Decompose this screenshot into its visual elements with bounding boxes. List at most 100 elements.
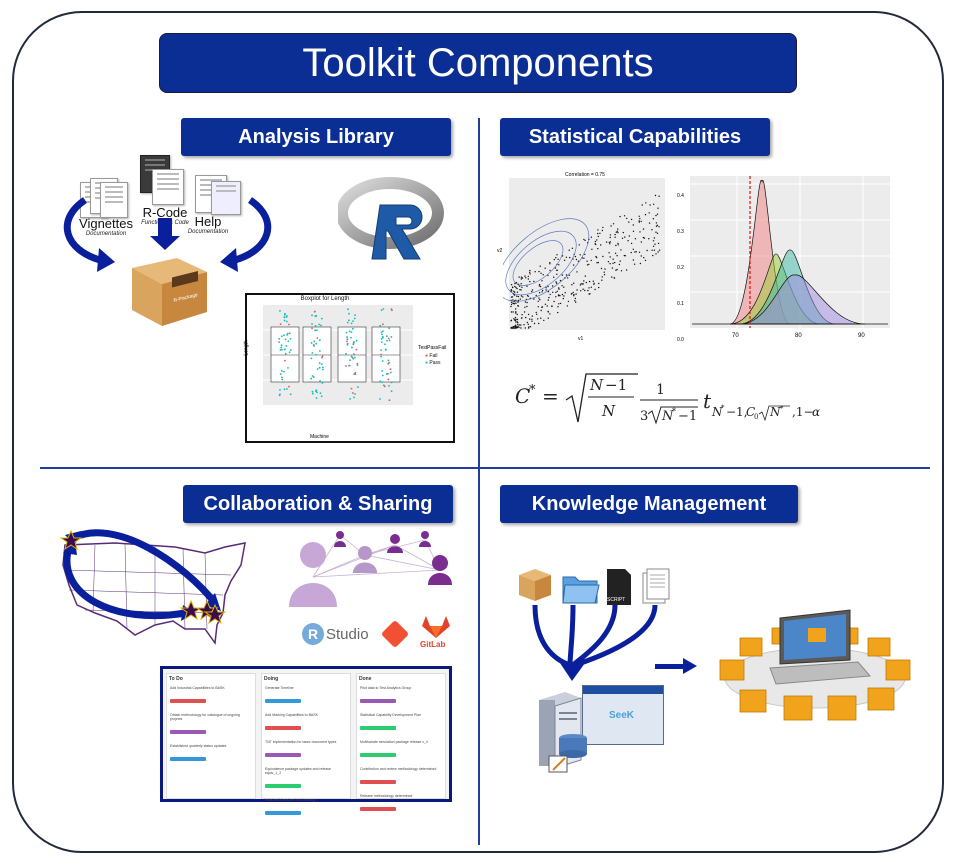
scatter-point	[578, 244, 580, 246]
boxplot-point	[346, 338, 349, 341]
kanban-card[interactable]: TNT implementation for basic document ty…	[265, 740, 347, 762]
scatter-point	[531, 318, 533, 320]
scatter-point	[510, 311, 513, 313]
scatter-point	[614, 261, 616, 264]
scatter-point	[549, 262, 551, 264]
kanban-card[interactable]: Multivariate simulation package release …	[360, 740, 442, 762]
scatter-point	[583, 257, 585, 259]
kanban-card[interactable]: Initial collaboration tools training	[265, 798, 347, 820]
scatter-point	[561, 274, 564, 276]
scatter-point	[547, 310, 549, 313]
kanban-card[interactable]: Add Marking Capabilities to BASK	[265, 713, 347, 735]
boxplot-plot	[263, 305, 413, 405]
kanban-tag	[360, 780, 396, 784]
scatter-point	[516, 318, 519, 321]
scatter-point	[529, 273, 531, 275]
boxplot-point	[283, 359, 286, 362]
boxplot-point	[348, 330, 351, 333]
scatter-point	[597, 235, 599, 238]
boxplot-point	[316, 337, 319, 339]
scatter-point	[648, 212, 650, 214]
scatter-point	[558, 303, 560, 305]
boxplot-point	[381, 360, 384, 362]
rcode-icon	[140, 155, 185, 205]
boxplot-point	[346, 340, 348, 343]
kanban-card[interactable]: Obtain methodology for catalogue of ongo…	[170, 713, 252, 739]
boxplot-point	[314, 325, 317, 327]
scatter-point	[634, 238, 637, 240]
scatter-point	[633, 263, 636, 265]
boxplot-point	[348, 319, 350, 322]
legend-fail-text: Fail	[429, 353, 438, 359]
scatter-point	[557, 311, 559, 314]
boxplot-point	[283, 334, 285, 337]
scatter-point	[517, 305, 519, 307]
kanban-card[interactable]: Statistical Capability Development Plan	[360, 713, 442, 735]
kanban-card[interactable]: Equivalence package updates and release …	[265, 767, 347, 793]
kanban-card-text: Pilot data to Test Analytics Group	[360, 686, 412, 690]
scatter-point	[588, 263, 590, 266]
boxplot-point	[318, 362, 321, 365]
boxplot-point	[388, 327, 391, 330]
kanban-card[interactable]: Add Industrial Capabilities to BASK	[170, 686, 252, 708]
kanban-tag	[265, 811, 301, 815]
scatter-point	[611, 276, 613, 278]
kanban-card-text: Generate Timeline	[265, 686, 294, 690]
scatter-point	[563, 286, 565, 288]
scatter-point	[597, 232, 599, 235]
boxplot-point	[318, 350, 321, 352]
scatter-point	[524, 275, 526, 277]
scatter-point	[655, 225, 658, 227]
scatter-point	[547, 285, 549, 288]
scatter-point	[555, 282, 558, 284]
kanban-card[interactable]: Established quarterly status updates	[170, 744, 252, 766]
scatter-point	[511, 301, 513, 304]
scatter-point	[556, 254, 558, 256]
scatter-point	[628, 221, 630, 223]
boxplot-point	[312, 392, 314, 395]
scatter-point	[586, 260, 588, 262]
scatter-point	[510, 305, 512, 308]
package-arrows	[63, 197, 272, 272]
scatter-point	[615, 269, 617, 271]
scatter-point	[529, 271, 531, 274]
svg-text:=: =	[542, 384, 559, 408]
boxplot-point	[278, 337, 281, 340]
scatter-point	[590, 259, 592, 262]
scatter-point	[601, 276, 603, 278]
kanban-card[interactable]: Contribution and review methodology dete…	[360, 767, 442, 789]
scatter-point	[561, 255, 564, 257]
scatter-point	[608, 241, 610, 244]
scatter-point	[622, 231, 624, 234]
boxplot-point	[345, 331, 348, 334]
density-ytick: 0.4	[677, 193, 684, 199]
rstudio-logo: R Studio	[302, 622, 369, 646]
boxplot-point	[311, 314, 313, 317]
kanban-card-text: Obtain methodology for catalogue of ongo…	[170, 713, 240, 721]
boxplot-point	[354, 393, 356, 395]
scatter-point	[656, 224, 659, 226]
scatter-point	[599, 232, 601, 234]
scatter-point	[574, 300, 576, 302]
kanban-card[interactable]: Pilot data to Test Analytics Group	[360, 686, 442, 708]
boxplot-point	[320, 395, 323, 398]
scatter-point	[602, 255, 604, 258]
scatter-point	[648, 222, 651, 224]
scatter-point	[575, 301, 577, 303]
folder-icon	[562, 576, 600, 604]
kanban-card[interactable]: Release methodology determined	[360, 794, 442, 816]
scatter-title: Correlation = 0.75	[565, 172, 605, 178]
kanban-card[interactable]: Generate Timeline	[265, 686, 347, 708]
scatter-point	[658, 195, 660, 197]
scatter-point	[635, 251, 637, 253]
kanban-column-done: Done Pilot data to Test Analytics Group …	[356, 673, 446, 811]
scatter-point	[562, 297, 564, 300]
scatter-point	[597, 248, 599, 250]
scatter-point	[656, 232, 659, 234]
boxplot-point	[289, 349, 292, 351]
scatter-point	[612, 258, 614, 260]
density-xtick: 70	[732, 333, 739, 339]
scatter-point	[512, 325, 514, 328]
boxplot-point	[286, 332, 289, 335]
boxplot-point	[285, 316, 288, 318]
